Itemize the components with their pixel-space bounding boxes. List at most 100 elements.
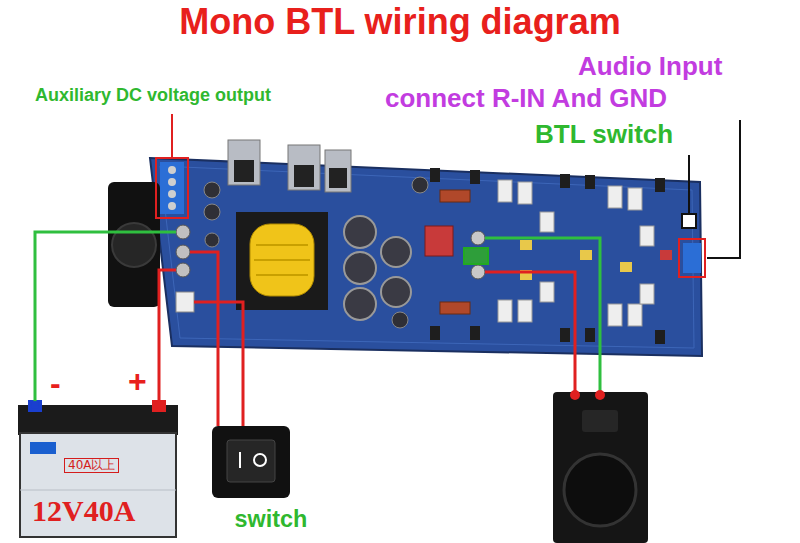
resistor <box>640 226 654 246</box>
leader-line <box>688 155 690 214</box>
connector <box>176 292 194 312</box>
btl-switch <box>682 214 696 228</box>
screw-terminal <box>176 245 190 259</box>
capacitor <box>344 252 376 284</box>
battery-rating: 40A以上 <box>64 458 119 473</box>
on-mark <box>239 452 241 468</box>
heatsink <box>228 140 260 185</box>
screw <box>168 202 176 210</box>
tweeter <box>582 410 618 432</box>
transistor <box>560 328 570 342</box>
film-capacitor <box>520 240 532 250</box>
transistor <box>470 326 480 340</box>
input-terminal <box>683 243 701 273</box>
winding <box>256 244 308 246</box>
callout-label: Auxiliary DC voltage output <box>35 86 271 106</box>
input-note: connect R-IN And GND <box>385 84 667 113</box>
transistor <box>329 168 347 188</box>
switch-label: switch <box>206 507 336 533</box>
transformer-base <box>236 212 328 310</box>
resistor <box>498 300 512 322</box>
transistor <box>585 175 595 189</box>
screw-terminal <box>176 263 190 277</box>
battery-stripe <box>20 490 176 491</box>
transistor <box>585 328 595 342</box>
resistor <box>498 180 512 202</box>
callout-label: BTL switch <box>535 120 673 149</box>
positive-wire <box>159 270 176 405</box>
screw <box>168 166 176 174</box>
transistor <box>560 174 570 188</box>
screw <box>168 190 176 198</box>
switch-wire <box>190 252 218 426</box>
speaker-cabinet <box>553 392 648 543</box>
heatsink <box>325 150 351 192</box>
cooling-fan <box>108 182 160 307</box>
heatsink <box>288 145 320 190</box>
transistor <box>430 326 440 340</box>
film-capacitor <box>620 262 632 272</box>
resistor <box>540 212 554 232</box>
inductor <box>440 302 470 314</box>
transistor <box>234 160 254 182</box>
transformer <box>250 224 314 296</box>
capacitor <box>381 277 411 307</box>
film-capacitor <box>580 250 592 260</box>
polarity-mark: - <box>50 366 61 401</box>
winding <box>256 274 308 276</box>
resistor <box>540 282 554 302</box>
negative-wire <box>35 232 176 405</box>
capacitor <box>205 233 219 247</box>
speaker-terminal <box>570 390 580 400</box>
capacitor <box>412 177 428 193</box>
rocker-switch: switch <box>206 415 336 541</box>
speaker-terminal <box>595 390 605 400</box>
wire-end <box>31 401 39 409</box>
fan-blade <box>112 223 156 267</box>
off-mark <box>254 454 266 466</box>
negative-terminal <box>28 400 42 412</box>
pcb-board <box>150 158 702 356</box>
speaker-wire <box>485 272 575 394</box>
capacitor <box>204 204 220 220</box>
capacitor <box>204 182 220 198</box>
transistor <box>655 330 665 344</box>
leader-line <box>171 114 173 158</box>
battery-body <box>20 433 176 537</box>
pcb-trace <box>160 166 694 348</box>
switch-body <box>212 426 290 498</box>
speaker-terminal <box>471 231 485 245</box>
screw <box>168 178 176 186</box>
battery-logo <box>30 442 56 454</box>
speaker-terminal <box>471 265 485 279</box>
inductor <box>440 190 470 202</box>
resistor <box>518 300 532 322</box>
resistor <box>628 304 642 326</box>
winding <box>254 259 310 261</box>
polarity-mark: + <box>128 364 147 399</box>
screw-terminal <box>176 225 190 239</box>
resistor <box>628 188 642 210</box>
positive-terminal <box>152 400 166 412</box>
btl-jumper <box>464 248 488 264</box>
woofer <box>564 454 636 526</box>
relay <box>425 226 453 256</box>
resistor <box>608 186 622 208</box>
switch-wire <box>194 302 243 426</box>
battery: 40A以上12V40A <box>18 400 178 538</box>
title: Mono BTL wiring diagram <box>0 2 800 42</box>
input-label: Audio Input <box>578 52 722 81</box>
trimmer <box>660 250 672 260</box>
resistor <box>640 284 654 304</box>
capacitor <box>344 216 376 248</box>
capacitor <box>381 237 411 267</box>
terminal-block <box>160 162 184 214</box>
leader-line <box>707 120 740 258</box>
rocker <box>227 440 275 482</box>
capacitor <box>392 312 408 328</box>
wire-end <box>155 401 163 409</box>
speaker-wire <box>485 238 600 394</box>
capacitor <box>344 288 376 320</box>
